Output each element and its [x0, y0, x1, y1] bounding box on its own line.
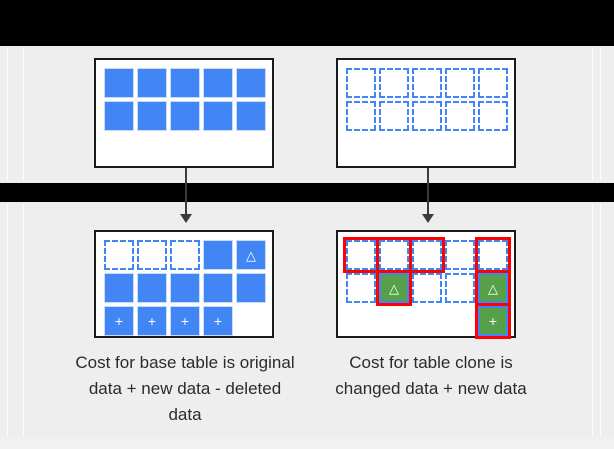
- table-cell-green: +: [475, 303, 511, 339]
- table-cell-dashed: [445, 101, 475, 131]
- table-cell-filled: [104, 68, 134, 98]
- table-cell-filled: [104, 101, 134, 131]
- panel-base-table-original: [94, 58, 274, 168]
- table-cell-dashed: [346, 68, 376, 98]
- new-data-icon: +: [213, 313, 223, 329]
- table-cell-filled: [203, 240, 233, 270]
- slide-edge-line: [7, 204, 8, 436]
- arrow-table-clone-head-icon: [422, 214, 434, 223]
- table-cell-filled: △: [236, 240, 266, 270]
- table-cell-empty: [412, 306, 442, 336]
- table-cell-filled: [170, 101, 200, 131]
- cell-grid: [346, 68, 508, 131]
- table-cell-empty: [236, 306, 266, 336]
- table-cell-dashed: [475, 237, 511, 273]
- table-cell-dashed: [478, 101, 508, 131]
- slide-edge-line: [23, 204, 24, 436]
- table-cell-filled: [137, 101, 167, 131]
- table-cell-dashed: [346, 273, 376, 303]
- cell-grid: – – – △ + + + +: [104, 240, 266, 336]
- table-cell-empty: [445, 306, 475, 336]
- table-cell-filled: [236, 273, 266, 303]
- new-data-icon: +: [488, 313, 498, 329]
- table-cell-dashed: [412, 68, 442, 98]
- arrow-base-table-head-icon: [180, 214, 192, 223]
- table-cell-dashed: [409, 237, 445, 273]
- changed-data-icon: △: [246, 247, 256, 263]
- slide-edge-line: [600, 48, 601, 181]
- footer-strip: [0, 438, 614, 449]
- cell-grid: [104, 68, 266, 131]
- slide-edge-line: [592, 204, 593, 436]
- slide-edge-line: [23, 48, 24, 181]
- panel-table-clone-initial: [336, 58, 516, 168]
- panel-table-clone-modified: △ △ +: [336, 230, 516, 339]
- table-cell-dashed: [379, 68, 409, 98]
- table-cell-dashed: [445, 273, 475, 303]
- table-cell-filled: [203, 68, 233, 98]
- table-cell-dashed: –: [104, 240, 134, 270]
- deleted-data-icon: –: [148, 247, 156, 263]
- table-cell-dashed: [478, 68, 508, 98]
- table-cell-filled: +: [137, 306, 167, 336]
- caption-base-table: Cost for base table is original data + n…: [75, 353, 295, 424]
- caption-table-clone: Cost for table clone is changed data + n…: [335, 353, 527, 398]
- new-data-icon: +: [147, 313, 157, 329]
- changed-data-icon: △: [488, 280, 498, 296]
- table-cell-green: △: [376, 270, 412, 306]
- table-cell-dashed: [343, 237, 379, 273]
- table-cell-filled: [137, 273, 167, 303]
- table-cell-filled: +: [203, 306, 233, 336]
- table-cell-dashed: –: [137, 240, 167, 270]
- table-cell-filled: +: [104, 306, 134, 336]
- cell-grid: △ △ +: [343, 237, 511, 339]
- top-section-background: [0, 46, 614, 183]
- table-cell-dashed: [379, 101, 409, 131]
- table-cell-filled: [203, 101, 233, 131]
- table-cell-dashed: [445, 240, 475, 270]
- table-cell-filled: [236, 101, 266, 131]
- table-cell-filled: [236, 68, 266, 98]
- table-cell-dashed: [412, 273, 442, 303]
- table-cell-filled: +: [170, 306, 200, 336]
- table-cell-filled: [137, 68, 167, 98]
- deleted-data-icon: –: [115, 247, 123, 263]
- table-cell-filled: [170, 68, 200, 98]
- panel-base-table-modified: – – – △ + + + +: [94, 230, 274, 338]
- table-cell-dashed: [412, 101, 442, 131]
- changed-data-icon: △: [389, 280, 399, 296]
- table-cell-filled: [104, 273, 134, 303]
- new-data-icon: +: [114, 313, 124, 329]
- table-cell-dashed: –: [170, 240, 200, 270]
- deleted-data-icon: –: [181, 247, 189, 263]
- slide-edge-line: [600, 204, 601, 436]
- table-cell-filled: [170, 273, 200, 303]
- new-data-icon: +: [180, 313, 190, 329]
- table-cell-filled: [203, 273, 233, 303]
- table-cell-dashed: [346, 101, 376, 131]
- arrow-table-clone-line: [427, 168, 429, 216]
- table-cell-dashed: [376, 237, 412, 273]
- slide-edge-line: [7, 48, 8, 181]
- table-cell-empty: [346, 306, 376, 336]
- slide-edge-line: [592, 48, 593, 181]
- table-cell-empty: [379, 306, 409, 336]
- table-cell-green: △: [475, 270, 511, 306]
- table-cell-dashed: [445, 68, 475, 98]
- arrow-base-table-line: [185, 168, 187, 216]
